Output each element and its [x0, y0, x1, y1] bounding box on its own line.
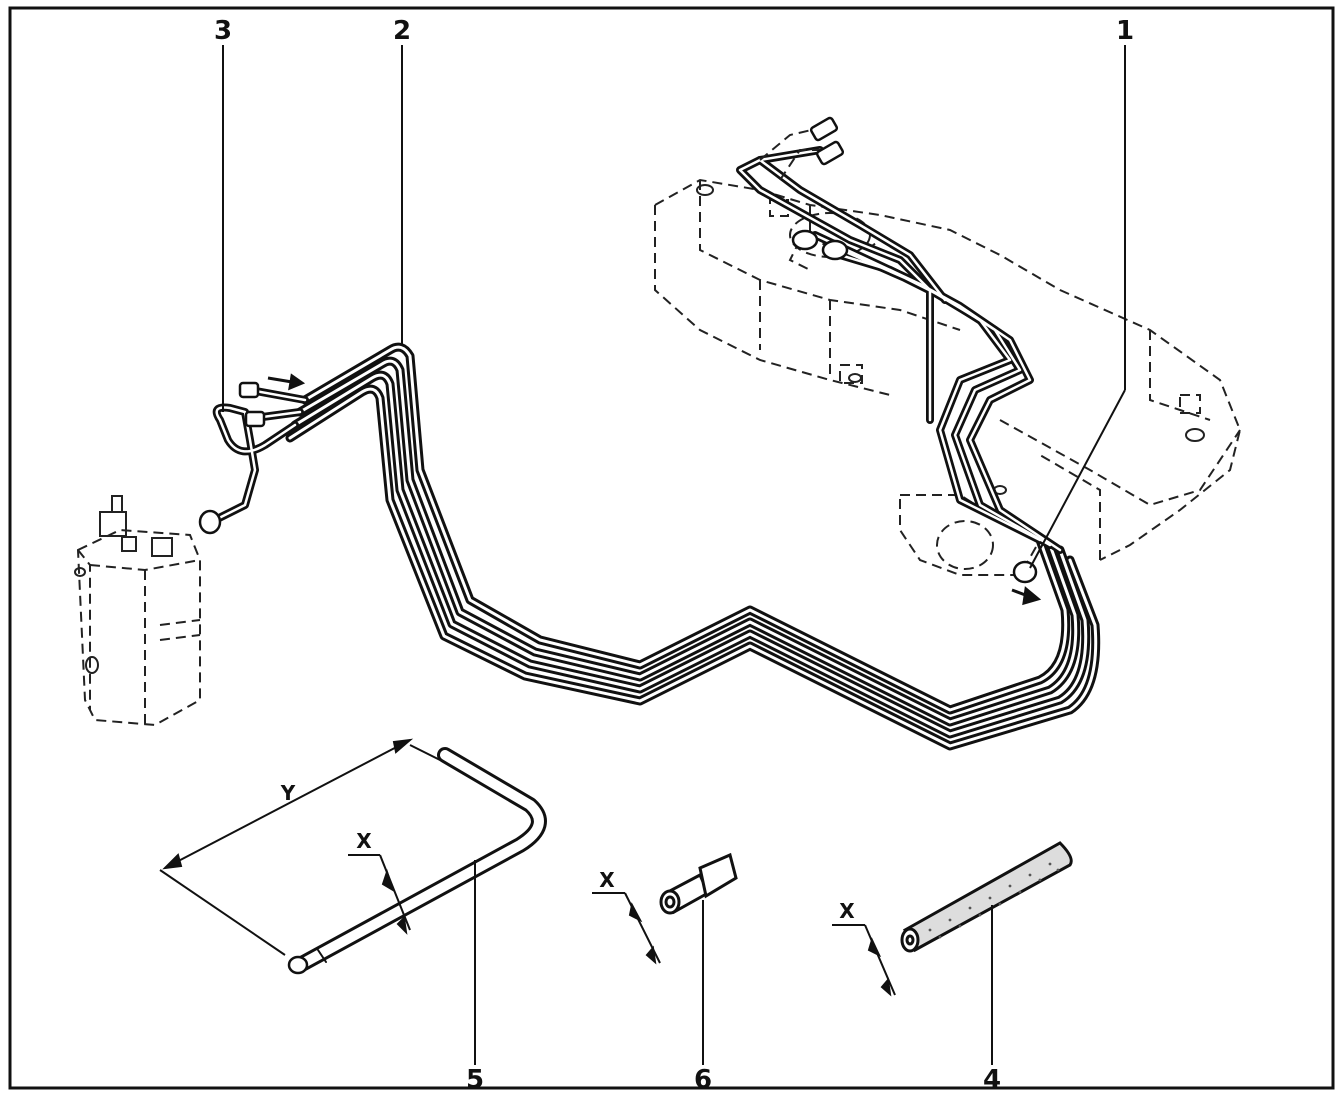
- engine-fittings: [791, 116, 1038, 584]
- dim-label-y-5: Y: [280, 781, 296, 805]
- part4-hose: [900, 841, 1073, 953]
- flow-arrow-right: [1011, 586, 1042, 606]
- fuel-line-upper-branches: [736, 146, 1064, 554]
- leader-1-angled: [1029, 389, 1126, 569]
- part6-union-fitting: [659, 852, 738, 915]
- dimension-x-on-5: [348, 854, 411, 935]
- callout-1: 1: [1116, 16, 1134, 46]
- fuel-line-bundle: [285, 342, 1101, 751]
- callout-6: 6: [694, 1065, 712, 1095]
- dimension-y-on-5: [159, 738, 441, 956]
- part5-bent-tube: [287, 747, 547, 975]
- dimension-x-on-4: [832, 924, 896, 997]
- engine-block-bolts: [696, 184, 1205, 495]
- loop-line-part3: [211, 386, 309, 524]
- hose-texture: [928, 862, 1060, 939]
- engine-block-dashed: [654, 178, 1242, 576]
- dim-label-x-5: X: [356, 829, 372, 853]
- left-fittings: [198, 381, 266, 535]
- border: [8, 6, 1335, 1090]
- callout-4: 4: [983, 1065, 1001, 1095]
- callout-5: 5: [466, 1065, 484, 1095]
- dim-label-x-4: X: [839, 899, 855, 923]
- callout-2: 2: [393, 16, 411, 46]
- canister-dashed: [74, 495, 201, 727]
- flow-arrow-left: [267, 373, 306, 391]
- dim-label-x-6: X: [599, 868, 615, 892]
- dimension-x-on-6: [592, 892, 661, 965]
- callout-3: 3: [214, 16, 232, 46]
